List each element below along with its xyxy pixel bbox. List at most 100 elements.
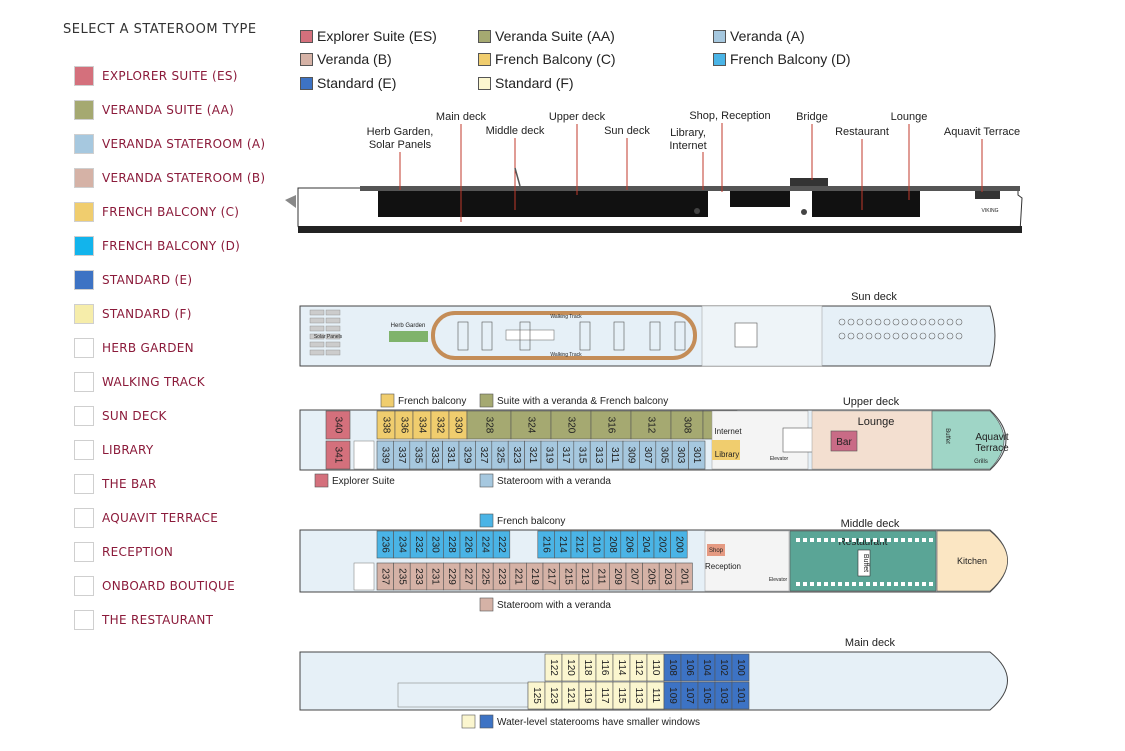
main-cabin-118[interactable]: 118 bbox=[578, 653, 597, 682]
stateroom-type-option[interactable]: WALKING TRACK bbox=[63, 365, 283, 399]
main-cabin-104[interactable]: 104 bbox=[697, 653, 716, 682]
middle-cabin-200[interactable]: 200 bbox=[670, 530, 688, 559]
main-cabin-103[interactable]: 103 bbox=[714, 681, 733, 710]
upper-cabin-312[interactable]: 312 bbox=[630, 410, 672, 440]
middle-cabin-224[interactable]: 224 bbox=[476, 530, 494, 559]
stateroom-type-option[interactable]: LIBRARY bbox=[63, 433, 283, 467]
middle-cabin-228[interactable]: 228 bbox=[443, 530, 461, 559]
middle-cabin-234[interactable]: 234 bbox=[393, 530, 411, 559]
upper-cabin-338[interactable]: 338 bbox=[376, 410, 396, 440]
upper-cabin-323[interactable]: 323 bbox=[507, 440, 525, 470]
middle-cabin-231[interactable]: 231 bbox=[426, 562, 444, 591]
upper-cabin-319[interactable]: 319 bbox=[540, 440, 558, 470]
upper-cabin-333[interactable]: 333 bbox=[425, 440, 443, 470]
middle-cabin-235[interactable]: 235 bbox=[393, 562, 411, 591]
upper-cabin-337[interactable]: 337 bbox=[393, 440, 411, 470]
upper-cabin-321[interactable]: 321 bbox=[524, 440, 542, 470]
main-cabin-100[interactable]: 100 bbox=[731, 653, 750, 682]
main-cabin-113[interactable]: 113 bbox=[629, 681, 648, 710]
upper-cabin-305[interactable]: 305 bbox=[655, 440, 673, 470]
middle-cabin-225[interactable]: 225 bbox=[476, 562, 494, 591]
main-cabin-107[interactable]: 107 bbox=[680, 681, 699, 710]
middle-cabin-226[interactable]: 226 bbox=[459, 530, 477, 559]
upper-cabin-311[interactable]: 311 bbox=[606, 440, 624, 470]
upper-cabin-325[interactable]: 325 bbox=[491, 440, 509, 470]
upper-cabin-332[interactable]: 332 bbox=[430, 410, 450, 440]
main-cabin-119[interactable]: 119 bbox=[578, 681, 597, 710]
main-cabin-108[interactable]: 108 bbox=[663, 653, 682, 682]
upper-cabin-317[interactable]: 317 bbox=[557, 440, 575, 470]
main-cabin-125[interactable]: 125 bbox=[527, 681, 546, 710]
main-cabin-114[interactable]: 114 bbox=[612, 653, 631, 682]
upper-cabin-303[interactable]: 303 bbox=[671, 440, 689, 470]
stateroom-type-option[interactable]: ONBOARD BOUTIQUE bbox=[63, 569, 283, 603]
middle-cabin-210[interactable]: 210 bbox=[587, 530, 605, 559]
middle-cabin-223[interactable]: 223 bbox=[492, 562, 511, 591]
stateroom-type-option[interactable]: FRENCH BALCONY (D) bbox=[63, 229, 283, 263]
main-cabin-105[interactable]: 105 bbox=[697, 681, 716, 710]
middle-cabin-229[interactable]: 229 bbox=[443, 562, 461, 591]
stateroom-type-option[interactable]: VERANDA STATEROOM (B) bbox=[63, 161, 283, 195]
upper-cabin-324[interactable]: 324 bbox=[510, 410, 552, 440]
middle-cabin-202[interactable]: 202 bbox=[653, 530, 671, 559]
main-cabin-122[interactable]: 122 bbox=[544, 653, 563, 682]
middle-cabin-207[interactable]: 207 bbox=[625, 562, 643, 591]
stateroom-type-option[interactable]: STANDARD (E) bbox=[63, 263, 283, 297]
middle-cabin-232[interactable]: 232 bbox=[409, 530, 428, 559]
stateroom-type-option[interactable]: STANDARD (F) bbox=[63, 297, 283, 331]
main-cabin-121[interactable]: 121 bbox=[561, 681, 580, 710]
middle-cabin-221[interactable]: 221 bbox=[509, 562, 527, 591]
upper-cabin-334[interactable]: 334 bbox=[412, 410, 432, 440]
main-cabin-111[interactable]: 111 bbox=[646, 681, 665, 710]
middle-cabin-217[interactable]: 217 bbox=[542, 562, 560, 591]
main-cabin-115[interactable]: 115 bbox=[612, 681, 631, 710]
main-cabin-120[interactable]: 120 bbox=[561, 653, 580, 682]
main-cabin-110[interactable]: 110 bbox=[646, 653, 665, 682]
middle-cabin-237[interactable]: 237 bbox=[376, 562, 394, 591]
main-cabin-123[interactable]: 123 bbox=[544, 681, 563, 710]
stateroom-type-option[interactable]: THE BAR bbox=[63, 467, 283, 501]
stateroom-type-option[interactable]: THE RESTAURANT bbox=[63, 603, 283, 637]
middle-cabin-227[interactable]: 227 bbox=[459, 562, 477, 591]
stateroom-type-option[interactable]: VERANDA STATEROOM (A) bbox=[63, 127, 283, 161]
middle-cabin-206[interactable]: 206 bbox=[620, 530, 638, 559]
middle-cabin-201[interactable]: 201 bbox=[675, 562, 693, 591]
main-cabin-109[interactable]: 109 bbox=[663, 681, 682, 710]
middle-cabin-215[interactable]: 215 bbox=[559, 562, 577, 591]
upper-cabin-339[interactable]: 339 bbox=[376, 440, 394, 470]
stateroom-type-option[interactable]: EXPLORER SUITE (ES) bbox=[63, 59, 283, 93]
upper-cabin-309[interactable]: 309 bbox=[622, 440, 640, 470]
upper-cabin-327[interactable]: 327 bbox=[475, 440, 493, 470]
middle-cabin-230[interactable]: 230 bbox=[426, 530, 444, 559]
upper-cabin-328[interactable]: 328 bbox=[466, 410, 512, 440]
stateroom-type-option[interactable]: FRENCH BALCONY (C) bbox=[63, 195, 283, 229]
stateroom-type-option[interactable]: RECEPTION bbox=[63, 535, 283, 569]
middle-cabin-216[interactable]: 216 bbox=[537, 530, 555, 559]
stateroom-type-option[interactable]: AQUAVIT TERRACE bbox=[63, 501, 283, 535]
middle-cabin-211[interactable]: 211 bbox=[592, 562, 610, 591]
middle-cabin-208[interactable]: 208 bbox=[603, 530, 622, 559]
stateroom-type-option[interactable]: SUN DECK bbox=[63, 399, 283, 433]
upper-cabin-331[interactable]: 331 bbox=[442, 440, 460, 470]
upper-cabin-313[interactable]: 313 bbox=[589, 440, 607, 470]
middle-cabin-203[interactable]: 203 bbox=[658, 562, 677, 591]
main-cabin-106[interactable]: 106 bbox=[680, 653, 699, 682]
upper-cabin-315[interactable]: 315 bbox=[573, 440, 591, 470]
upper-cabin-301[interactable]: 301 bbox=[688, 440, 706, 470]
upper-cabin-329[interactable]: 329 bbox=[458, 440, 476, 470]
upper-cabin-308[interactable]: 308 bbox=[670, 410, 704, 440]
main-cabin-117[interactable]: 117 bbox=[595, 681, 614, 710]
middle-cabin-213[interactable]: 213 bbox=[575, 562, 594, 591]
stateroom-type-option[interactable]: HERB GARDEN bbox=[63, 331, 283, 365]
middle-cabin-205[interactable]: 205 bbox=[642, 562, 660, 591]
middle-cabin-222[interactable]: 222 bbox=[492, 530, 511, 559]
main-cabin-112[interactable]: 112 bbox=[629, 653, 648, 682]
middle-cabin-209[interactable]: 209 bbox=[609, 562, 627, 591]
upper-cabin-316[interactable]: 316 bbox=[590, 410, 632, 440]
upper-cabin-307[interactable]: 307 bbox=[639, 440, 657, 470]
middle-cabin-233[interactable]: 233 bbox=[409, 562, 428, 591]
stateroom-type-option[interactable]: VERANDA SUITE (AA) bbox=[63, 93, 283, 127]
upper-cabin-320[interactable]: 320 bbox=[550, 410, 592, 440]
middle-cabin-214[interactable]: 214 bbox=[554, 530, 572, 559]
middle-cabin-204[interactable]: 204 bbox=[637, 530, 655, 559]
